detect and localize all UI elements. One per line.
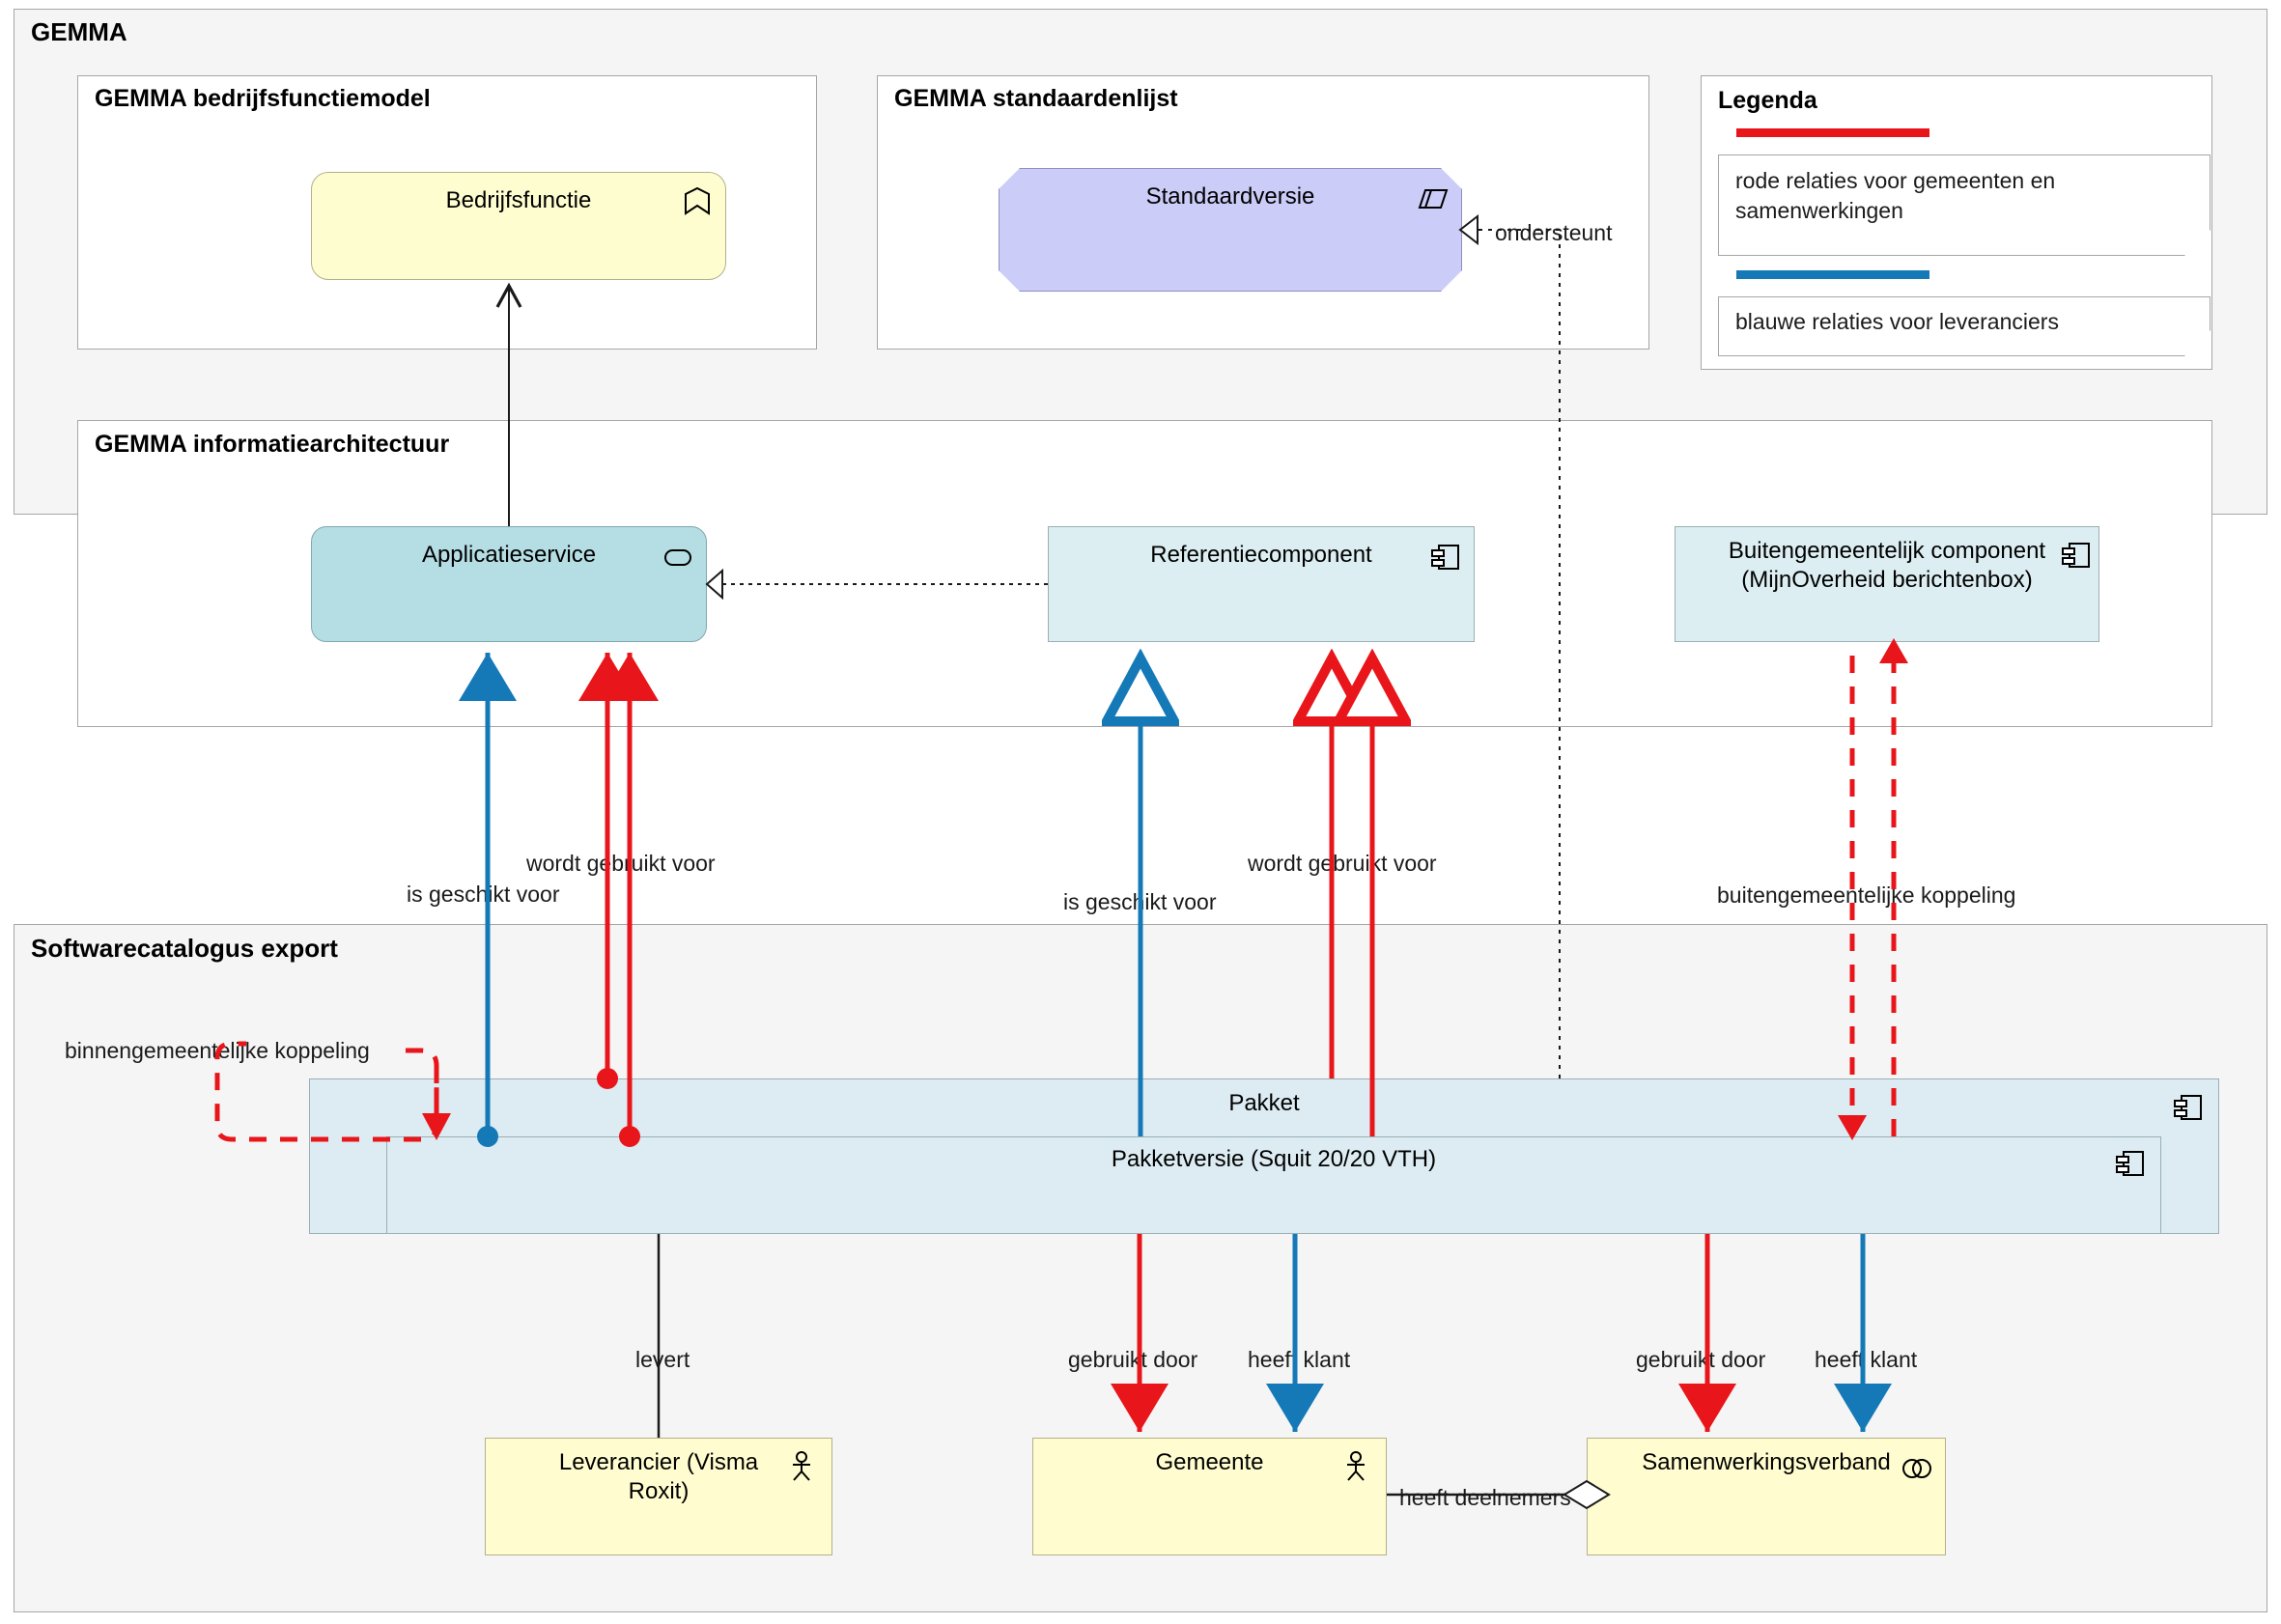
node-referentiecomponent-label: Referentiecomponent bbox=[1150, 542, 1372, 568]
edge-label-binnengemeentelijke-koppeling: binnengemeentelijke koppeling bbox=[65, 1038, 370, 1063]
node-gemeente[interactable]: Gemeente bbox=[1032, 1438, 1387, 1555]
node-pakket-label: Pakket bbox=[1228, 1090, 1300, 1116]
application-component-icon bbox=[2174, 1095, 2202, 1120]
node-bedrijfsfunctie[interactable]: Bedrijfsfunctie bbox=[311, 172, 726, 280]
group-standaardenlijst-title: GEMMA standaardenlijst bbox=[894, 85, 1178, 112]
node-buitengemeentelijk-component-label-line1: Buitengemeentelijk component bbox=[1728, 538, 2046, 564]
edge-label-heeft-deelnemers: heeft deelnemers bbox=[1399, 1485, 1571, 1510]
node-samenwerkingsverband-label: Samenwerkingsverband bbox=[1642, 1449, 1891, 1475]
edge-label-heeft-klant-left: heeft klant bbox=[1248, 1347, 1351, 1372]
legend-note-blue bbox=[1718, 296, 2211, 356]
node-applicatieservice-label: Applicatieservice bbox=[421, 542, 597, 568]
node-bedrijfsfunctie-label: Bedrijfsfunctie bbox=[445, 187, 592, 213]
application-component-icon bbox=[2116, 1151, 2144, 1176]
application-component-icon bbox=[2062, 543, 2090, 568]
node-applicatieservice[interactable]: Applicatieservice bbox=[311, 526, 707, 642]
edge-label-buitengemeentelijke-koppeling: buitengemeentelijke koppeling bbox=[1717, 882, 2016, 908]
node-gemeente-label: Gemeente bbox=[1155, 1449, 1264, 1475]
edge-label-gebruikt-door-right: gebruikt door bbox=[1636, 1347, 1766, 1372]
group-bedrijfsfunctiemodel-title: GEMMA bedrijfsfunctiemodel bbox=[95, 85, 431, 112]
legend-note-red bbox=[1718, 154, 2211, 256]
edge-label-gebruikt-door-left: gebruikt door bbox=[1068, 1347, 1198, 1372]
edge-label-levert: levert bbox=[635, 1347, 690, 1372]
edge-label-heeft-klant-right: heeft klant bbox=[1815, 1347, 1918, 1372]
contract-icon bbox=[1418, 189, 1449, 209]
node-referentiecomponent[interactable]: Referentiecomponent bbox=[1048, 526, 1475, 642]
business-actor-icon bbox=[1347, 1451, 1365, 1481]
edge-label-wordt-gebruikt-voor-left: wordt gebruikt voor bbox=[526, 851, 716, 876]
edge-label-is-geschikt-voor-mid: is geschikt voor bbox=[1063, 889, 1217, 914]
node-standaardversie-label: Standaardversie bbox=[1145, 183, 1315, 210]
group-softwarecatalogus-title: Softwarecatalogus export bbox=[31, 934, 338, 963]
legend-swatch-red bbox=[1736, 128, 1929, 137]
group-informatiearchitectuur-title: GEMMA informatiearchitectuur bbox=[95, 431, 450, 458]
node-leverancier[interactable]: Leverancier (Visma Roxit) bbox=[485, 1438, 832, 1555]
group-gemma-title: GEMMA bbox=[31, 17, 127, 46]
edge-label-ondersteunt: ondersteunt bbox=[1495, 220, 1613, 245]
application-service-icon bbox=[664, 549, 691, 566]
node-samenwerkingsverband[interactable]: Samenwerkingsverband bbox=[1587, 1438, 1946, 1555]
node-standaardversie[interactable]: Standaardversie bbox=[999, 168, 1462, 292]
edge-label-wordt-gebruikt-voor-mid: wordt gebruikt voor bbox=[1248, 851, 1437, 876]
node-leverancier-label: Leverancier (Visma Roxit) bbox=[558, 1449, 759, 1504]
node-buitengemeentelijk-component[interactable]: Buitengemeentelijk component (MijnOverhe… bbox=[1675, 526, 2099, 642]
legend-title: Legenda bbox=[1718, 87, 1817, 114]
legend-swatch-blue bbox=[1736, 270, 1929, 279]
application-component-icon bbox=[1431, 545, 1459, 570]
node-pakketversie-label: Pakketversie (Squit 20/20 VTH) bbox=[1111, 1146, 1437, 1172]
edge-label-is-geschikt-voor-left: is geschikt voor bbox=[407, 882, 560, 907]
business-function-icon bbox=[685, 186, 710, 215]
business-actor-icon bbox=[793, 1451, 810, 1481]
node-buitengemeentelijk-component-label-line2: (MijnOverheid berichtenbox) bbox=[1741, 567, 2033, 593]
business-collaboration-icon bbox=[1902, 1459, 1931, 1478]
legend-text-red: rode relaties voor gemeenten en samenwer… bbox=[1735, 168, 2056, 223]
node-pakketversie[interactable]: Pakketversie (Squit 20/20 VTH) bbox=[386, 1136, 2161, 1234]
legend-text-blue: blauwe relaties voor leveranciers bbox=[1735, 309, 2059, 334]
